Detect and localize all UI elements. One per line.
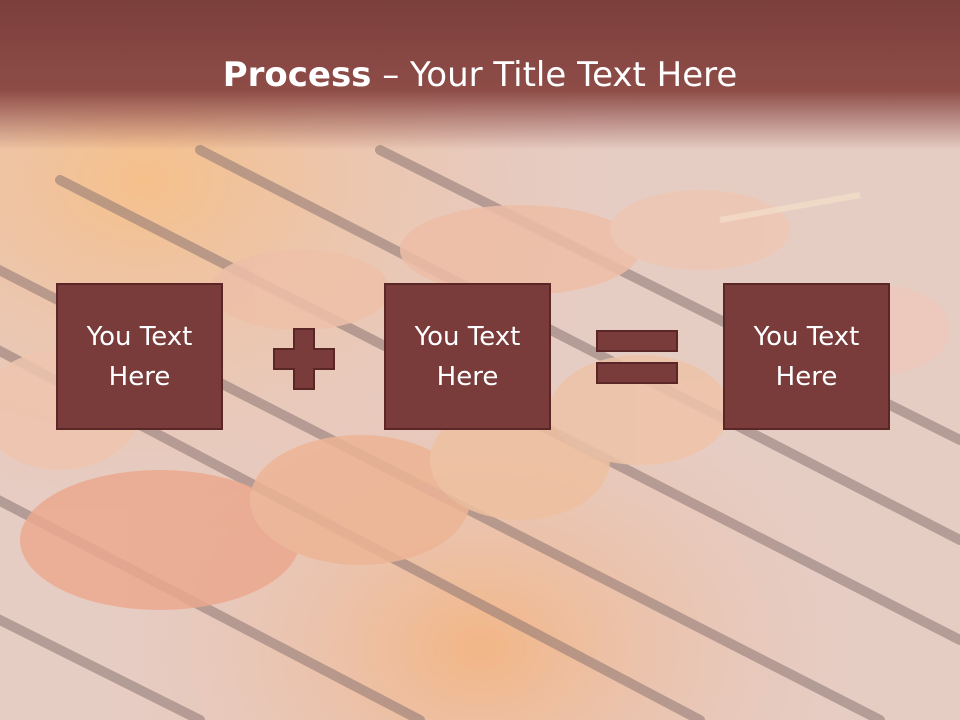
- title-bold: Process: [222, 55, 372, 95]
- process-box-2-text: You Text Here: [414, 321, 521, 392]
- title-bar: [0, 0, 960, 150]
- plus-icon: [273, 328, 335, 390]
- title-rest: – Your Title Text Here: [371, 55, 738, 95]
- slide-title: Process – Your Title Text Here: [0, 52, 960, 98]
- process-box-3-text: You Text Here: [753, 321, 860, 392]
- process-box-2[interactable]: You Text Here: [384, 283, 551, 430]
- equals-icon: [596, 330, 678, 384]
- process-box-1[interactable]: You Text Here: [56, 283, 223, 430]
- process-box-1-text: You Text Here: [86, 321, 193, 392]
- process-box-3[interactable]: You Text Here: [723, 283, 890, 430]
